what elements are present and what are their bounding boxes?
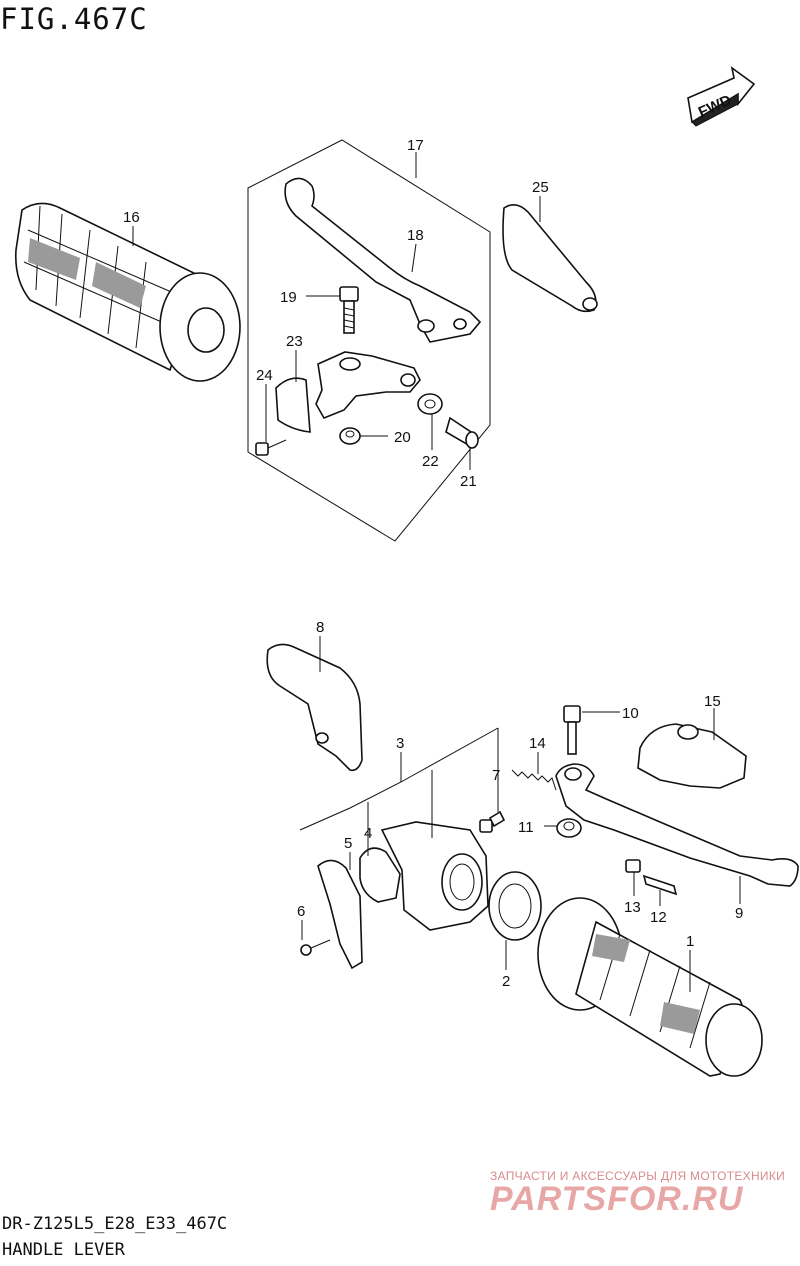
callout-15: 15 [704, 693, 721, 710]
adjuster-nut-part[interactable] [625, 859, 641, 873]
callout-17: 17 [407, 137, 424, 154]
callout-25: 25 [532, 179, 549, 196]
clutch-lever-part[interactable] [284, 177, 482, 343]
callout-21: 21 [460, 473, 477, 490]
throttle-housing-part[interactable] [380, 821, 489, 931]
housing-screw-part[interactable] [479, 810, 506, 833]
callout-23: 23 [286, 333, 303, 350]
lever-clamp-part[interactable] [275, 377, 311, 433]
callout-2: 2 [502, 973, 510, 990]
fwd-arrow-icon: FWD [687, 66, 756, 127]
lever-nut-part[interactable] [556, 818, 582, 838]
adjuster-screw-part[interactable] [642, 874, 678, 896]
callout-24: 24 [256, 367, 273, 384]
callout-19: 19 [280, 289, 297, 306]
housing-inner-part[interactable] [359, 847, 401, 903]
clutch-lever-cover-part[interactable] [502, 204, 598, 313]
lever-bracket-part[interactable] [315, 351, 421, 420]
callout-10: 10 [622, 705, 639, 722]
watermark-logo: PARTSFOR.RU [490, 1180, 744, 1218]
callout-16: 16 [123, 209, 140, 226]
callout-9: 9 [735, 905, 743, 922]
callout-11: 11 [518, 819, 534, 836]
callout-18: 18 [407, 227, 424, 244]
callout-leaders [132, 152, 741, 992]
brake-lever-part[interactable] [555, 763, 799, 887]
cover-screw-part[interactable] [300, 939, 331, 956]
throttle-cable-boot-part[interactable] [266, 643, 363, 772]
callout-12: 12 [650, 909, 667, 926]
model-code: DR-Z125L5_E28_E33_467C [2, 1214, 228, 1234]
section-name: HANDLE LEVER [2, 1240, 125, 1260]
throttle-pulley-part[interactable] [488, 871, 542, 941]
callout-1: 1 [686, 933, 694, 950]
right-grip-part[interactable] [537, 897, 763, 1077]
callout-4: 4 [364, 825, 372, 842]
callout-6: 6 [297, 903, 305, 920]
cable-adjuster-part[interactable] [445, 416, 479, 449]
callout-22: 22 [422, 453, 439, 470]
callout-14: 14 [529, 735, 546, 752]
callout-7: 7 [492, 767, 500, 784]
watermark-tagline: ЗАПЧАСТИ И АКСЕССУАРЫ ДЛЯ МОТОТЕХНИКИ [490, 1169, 786, 1183]
clamp-screw-part[interactable] [255, 439, 287, 456]
callout-8: 8 [316, 619, 324, 636]
callout-3: 3 [396, 735, 404, 752]
callout-13: 13 [624, 899, 641, 916]
left-grip-part[interactable] [14, 202, 241, 382]
lever-pivot-bolt-part[interactable] [339, 286, 359, 334]
callout-labels: 1 2 3 4 5 6 7 8 9 10 11 12 13 14 15 16 1… [123, 137, 743, 990]
adjuster-lock-nut-part[interactable] [417, 393, 443, 415]
lever-spring-part[interactable] [511, 769, 557, 791]
hex-nut-part[interactable] [339, 427, 361, 445]
brake-lever-cover-part[interactable] [637, 723, 747, 789]
brake-lever-bolt-part[interactable] [563, 705, 581, 755]
housing-cover-part[interactable] [317, 859, 363, 970]
figure-title: FIG.467C [0, 2, 148, 36]
callout-5: 5 [344, 835, 352, 852]
callout-20: 20 [394, 429, 411, 446]
clutch-lever-assembly-outline [247, 139, 491, 542]
